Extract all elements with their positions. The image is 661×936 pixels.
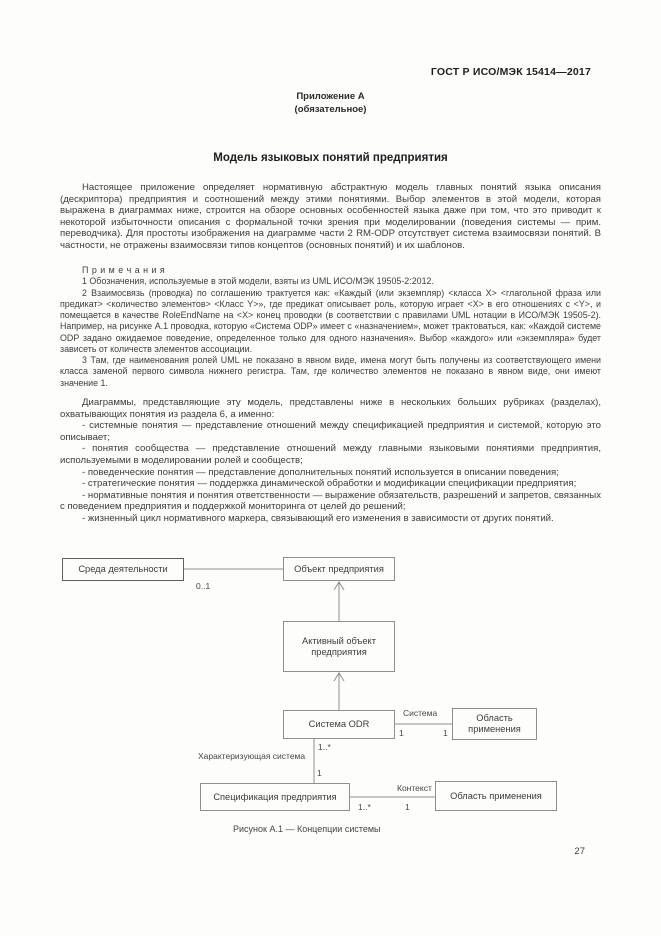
multiplicity-1-star-top: 1..* xyxy=(318,742,331,752)
class-box-environment: Среда деятельности xyxy=(62,558,184,581)
note-2: 2 Взаимосвязь (проводка) по соглашению т… xyxy=(60,287,601,354)
bullet-policy-concepts: - стратегические понятия — поддержка дин… xyxy=(82,478,577,490)
appendix-label: Приложение А xyxy=(296,91,365,102)
rubric-list-block: Диаграммы, представляющие эту модель, пр… xyxy=(60,397,601,525)
figure-caption: Рисунок А.1 — Концепции системы xyxy=(233,824,381,834)
multiplicity-1-bottom: 1 xyxy=(405,802,410,812)
notes-heading: П р и м е ч а н и я xyxy=(82,265,166,275)
page-number: 27 xyxy=(574,846,585,857)
diagrams-intro: Диаграммы, представляющие эту модель, пр… xyxy=(60,397,601,420)
class-box-odr-system: Система ODR xyxy=(283,710,395,739)
multiplicity-1-left: 1 xyxy=(399,728,404,738)
multiplicity-1-star-bottom: 1..* xyxy=(358,802,371,812)
bullet-behavior-concepts: - поведенческие понятия — представление … xyxy=(82,466,559,478)
intro-paragraph-block: Настоящее приложение определяет норматив… xyxy=(60,182,601,252)
class-box-scope-top: Область применения xyxy=(452,708,537,740)
multiplicity-1-mid: 1 xyxy=(317,768,322,778)
bullet-community-concepts: - понятия сообщества — представление отн… xyxy=(60,443,601,466)
diagram-connector-lines xyxy=(184,568,452,798)
class-box-enterprise-specification: Спецификация предприятия xyxy=(200,783,350,811)
class-box-scope-bottom: Область применения xyxy=(435,781,557,811)
role-label-context: Контекст xyxy=(397,783,432,793)
uml-diagram-figure-a1: Среда деятельности Объект предприятия Ак… xyxy=(0,548,661,868)
role-label-characterizing-system: Характеризующая система xyxy=(198,751,306,761)
role-label-system: Система xyxy=(403,708,438,718)
note-1: 1 Обозначения, используемые в этой модел… xyxy=(82,276,434,287)
class-box-enterprise-object: Объект предприятия xyxy=(283,557,395,581)
page-title: Модель языковых понятий предприятия xyxy=(213,152,448,164)
arrow-up-icon xyxy=(333,672,345,682)
multiplicity-1-right: 1 xyxy=(443,728,448,738)
arrow-up-icon xyxy=(333,581,345,591)
bullet-deontic-concepts: - нормативные понятия и понятия ответств… xyxy=(60,489,601,513)
bullet-system-concepts: - системные понятия — представление отно… xyxy=(60,420,601,443)
class-box-active-enterprise-object: Активный объект предприятия xyxy=(283,621,395,672)
note-3: 3 Там, где наименования ролей UML не пок… xyxy=(60,355,601,388)
standard-number-header: ГОСТ Р ИСО/МЭК 15414—2017 xyxy=(430,66,591,78)
appendix-heading: Приложение А (обязательное) xyxy=(0,90,661,116)
notes-block: П р и м е ч а н и я 1 Обозначения, испол… xyxy=(60,265,601,389)
bullet-lifecycle-concepts: - жизненный цикл нормативного маркера, с… xyxy=(82,512,554,524)
multiplicity-0-1: 0..1 xyxy=(196,581,211,591)
appendix-type: (обязательное) xyxy=(294,104,367,115)
intro-paragraph: Настоящее приложение определяет норматив… xyxy=(60,182,601,251)
